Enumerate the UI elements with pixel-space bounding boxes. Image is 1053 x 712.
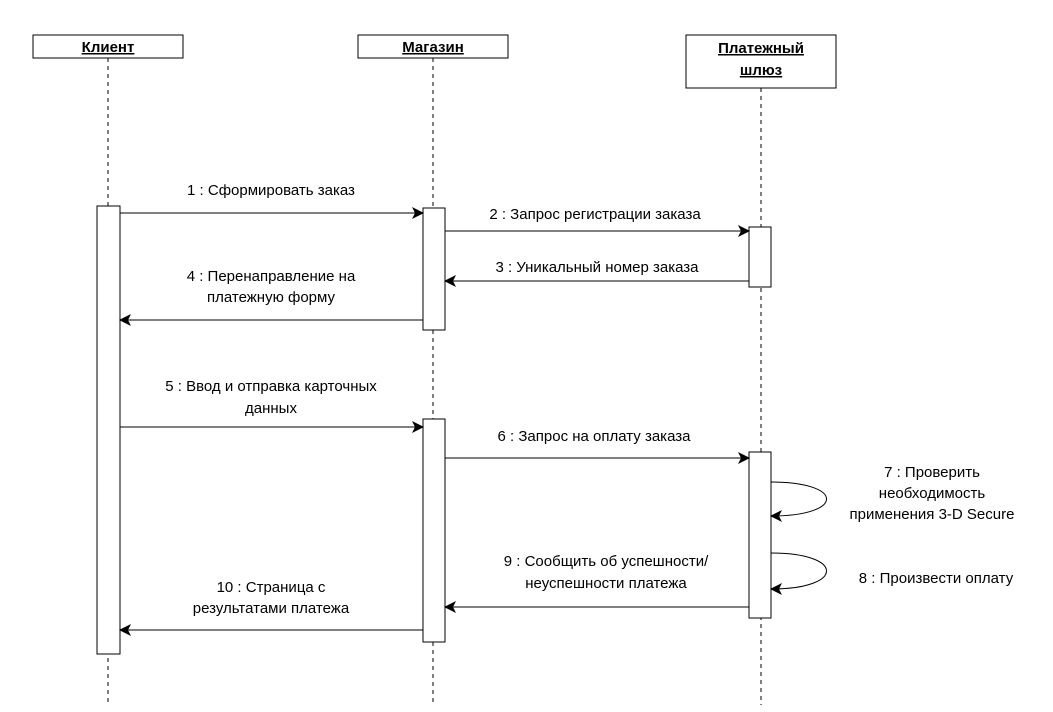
- message-10-label-line1: 10 : Страница с: [217, 579, 326, 596]
- svg-text:Клиент: Клиент: [82, 39, 135, 56]
- svg-text:4 : Перенаправление на: 4 : Перенаправление на: [187, 268, 356, 285]
- message-8-arrow: [770, 552, 827, 595]
- svg-text:3 : Уникальный номер заказа: 3 : Уникальный номер заказа: [495, 259, 699, 276]
- participant-shop: Магазин: [357, 34, 509, 59]
- participant-gateway-label-line2: шлюз: [740, 62, 782, 79]
- message-9-label-line1: 9 : Сообщить об успешности/: [504, 553, 709, 570]
- participant-gateway-label-line1: Платежный: [718, 40, 804, 57]
- shop-activation-2: [422, 418, 446, 643]
- svg-text:10 : Страница с: 10 : Страница с: [217, 579, 326, 596]
- svg-text:данных: данных: [245, 400, 297, 417]
- message-4-label-line1: 4 : Перенаправление на: [187, 268, 356, 285]
- message-4-label-line2: платежную форму: [207, 289, 336, 306]
- svg-text:платежную форму: платежную форму: [207, 289, 336, 306]
- message-2-label: 2 : Запрос регистрации заказа: [489, 206, 701, 223]
- svg-text:9 : Сообщить об успешности/: 9 : Сообщить об успешности/: [504, 553, 709, 570]
- gateway-activation-1: [748, 226, 772, 288]
- message-6-label: 6 : Запрос на оплату заказа: [498, 428, 692, 445]
- message-5-label-line1: 5 : Ввод и отправка карточных: [165, 378, 377, 395]
- message-3-label: 3 : Уникальный номер заказа: [495, 259, 699, 276]
- client-activation: [96, 205, 121, 655]
- svg-text:6 : Запрос на оплату заказа: 6 : Запрос на оплату заказа: [498, 428, 692, 445]
- svg-text:шлюз: шлюз: [740, 62, 782, 79]
- participant-shop-label: Магазин: [402, 39, 464, 56]
- gateway-activation-2: [748, 451, 772, 619]
- message-1-label: 1 : Сформировать заказ: [187, 182, 355, 199]
- svg-text:применения 3-D Secure: применения 3-D Secure: [850, 506, 1015, 523]
- participant-client-label: Клиент: [82, 39, 135, 56]
- svg-text:Магазин: Магазин: [402, 39, 464, 56]
- svg-text:Платежный: Платежный: [718, 40, 804, 57]
- message-7-label-line2: необходимость: [879, 485, 986, 502]
- shop-activation-1: [422, 207, 446, 331]
- message-10-label-line2: результатами платежа: [193, 600, 350, 617]
- svg-text:необходимость: необходимость: [879, 485, 986, 502]
- message-7-label-line3: применения 3-D Secure: [850, 506, 1015, 523]
- message-7-arrow: [770, 481, 827, 522]
- svg-text:8 : Произвести оплату: 8 : Произвести оплату: [859, 570, 1014, 587]
- svg-text:2 : Запрос регистрации заказа: 2 : Запрос регистрации заказа: [489, 206, 701, 223]
- participant-gateway: Платежный шлюз: [685, 34, 837, 89]
- svg-text:7 : Проверить: 7 : Проверить: [884, 464, 980, 481]
- participant-client: Клиент: [32, 34, 184, 59]
- svg-text:результатами платежа: результатами платежа: [193, 600, 350, 617]
- message-7-label-line1: 7 : Проверить: [884, 464, 980, 481]
- svg-text:1 : Сформировать заказ: 1 : Сформировать заказ: [187, 182, 355, 199]
- message-5-label-line2: данных: [245, 400, 297, 417]
- svg-text:неуспешности платежа: неуспешности платежа: [525, 575, 687, 592]
- message-9-label-line2: неуспешности платежа: [525, 575, 687, 592]
- svg-text:5 : Ввод и отправка карточных: 5 : Ввод и отправка карточных: [165, 378, 377, 395]
- message-8-label: 8 : Произвести оплату: [859, 570, 1014, 587]
